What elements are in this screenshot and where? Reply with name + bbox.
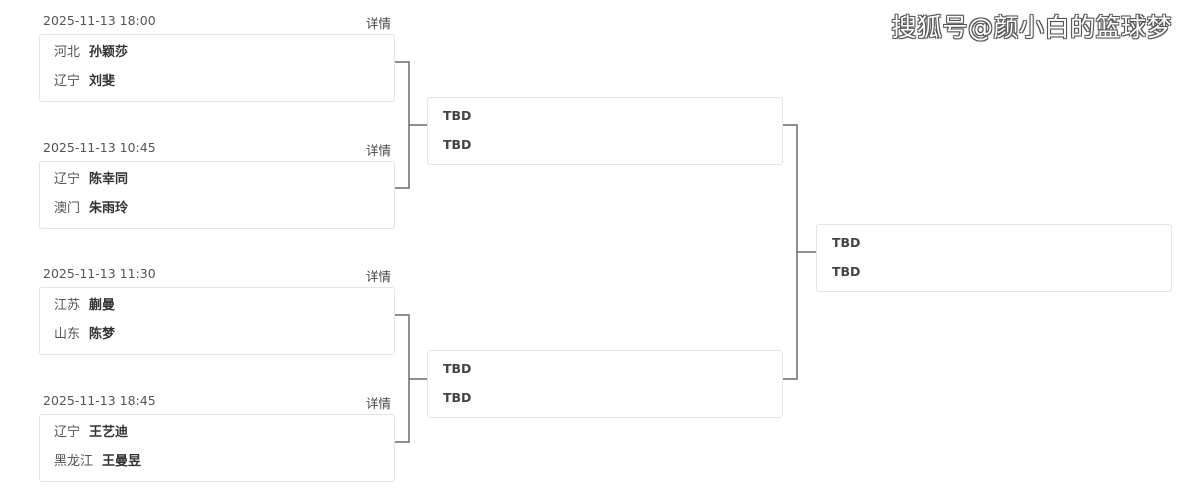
match-card[interactable]: 辽宁陈幸同 澳门朱雨玲 [39,161,395,229]
match-card[interactable]: 江苏蒯曼 山东陈梦 [39,287,395,355]
player-name: 王曼昱 [102,454,142,469]
details-link[interactable]: 详情 [365,396,391,411]
match-time: 2025-11-13 11:30 [43,266,156,281]
player-name: 孙颖莎 [89,45,129,60]
match-card[interactable]: TBD TBD [427,350,783,418]
match-card[interactable]: 河北孙颖莎 辽宁刘斐 [39,34,395,102]
player-region: 辽宁 [54,172,81,187]
details-link[interactable]: 详情 [365,16,391,31]
details-link[interactable]: 详情 [365,143,391,158]
match-card[interactable]: TBD TBD [816,224,1172,292]
tbd-slot: TBD [443,361,472,376]
connector-line [395,61,410,189]
player-row: 辽宁刘斐 [54,72,115,92]
player-row: 黑龙江王曼昱 [54,452,141,472]
player-name: 刘斐 [89,74,116,89]
player-name: 朱雨玲 [89,201,129,216]
player-name: 陈梦 [89,327,116,342]
watermark: 搜狐号@颜小白的篮球梦 [891,13,1172,42]
player-name: 陈幸同 [89,172,129,187]
connector-line [783,124,798,380]
player-region: 澳门 [54,201,81,216]
player-row: 河北孙颖莎 [54,43,128,63]
player-row: 澳门朱雨玲 [54,199,128,219]
player-row: 辽宁王艺迪 [54,423,128,443]
match-header: 2025-11-13 11:30 详情 [39,264,395,284]
player-region: 黑龙江 [54,454,94,469]
player-row: 江苏蒯曼 [54,296,115,316]
tbd-slot: TBD [832,264,861,279]
match-header: 2025-11-13 10:45 详情 [39,138,395,158]
match-time: 2025-11-13 18:45 [43,393,156,408]
tbd-slot: TBD [443,108,472,123]
player-region: 辽宁 [54,74,81,89]
match-header: 2025-11-13 18:00 详情 [39,11,395,31]
player-row: 辽宁陈幸同 [54,170,128,190]
player-name: 蒯曼 [89,298,116,313]
match-time: 2025-11-13 10:45 [43,140,156,155]
player-region: 河北 [54,45,81,60]
player-row: 山东陈梦 [54,325,115,345]
details-link[interactable]: 详情 [365,269,391,284]
player-region: 江苏 [54,298,81,313]
match-card[interactable]: TBD TBD [427,97,783,165]
player-name: 王艺迪 [89,425,129,440]
match-card[interactable]: 辽宁王艺迪 黑龙江王曼昱 [39,414,395,482]
player-region: 山东 [54,327,81,342]
tbd-slot: TBD [443,390,472,405]
connector-line [395,314,410,443]
player-region: 辽宁 [54,425,81,440]
tbd-slot: TBD [832,235,861,250]
match-time: 2025-11-13 18:00 [43,13,156,28]
match-header: 2025-11-13 18:45 详情 [39,391,395,411]
tbd-slot: TBD [443,137,472,152]
